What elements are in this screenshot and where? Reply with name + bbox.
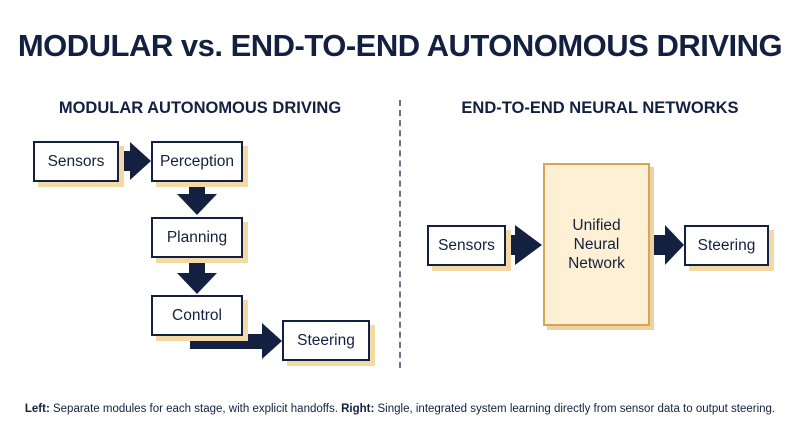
unified-network-box: Unified Neural Network	[543, 163, 650, 326]
caption-left-text: Separate modules for each stage, with ex…	[49, 403, 342, 415]
page-title: MODULAR vs. END-TO-END AUTONOMOUS DRIVIN…	[17, 28, 783, 63]
section-divider	[399, 100, 401, 368]
caption-left-label: Left:	[24, 403, 50, 415]
e2e-heading: END-TO-END NEURAL NETWORKS	[461, 99, 739, 117]
arrow-control-to-steering	[190, 323, 282, 359]
e2e-sensors-box: Sensors	[427, 225, 506, 266]
control-label: Control	[172, 306, 222, 324]
perception-box: Perception	[151, 141, 243, 182]
control-box: Control	[151, 295, 243, 336]
modular-heading: MODULAR AUTONOMOUS DRIVING	[58, 99, 342, 117]
caption-right-text: Single, integrated system learning direc…	[374, 403, 776, 415]
modular-sensors-label: Sensors	[47, 152, 105, 170]
arrow-network-to-steering	[650, 225, 684, 265]
e2e-steering-label: Steering	[697, 236, 756, 254]
caption: Left: Separate modules for each stage, w…	[0, 403, 800, 415]
e2e-sensors-label: Sensors	[438, 236, 495, 254]
unified-network-label: Unified Neural Network	[568, 217, 625, 272]
modular-sensors-box: Sensors	[33, 141, 119, 182]
arrow-sensors-to-perception	[118, 142, 151, 180]
planning-label: Planning	[166, 228, 228, 246]
arrow-perception-to-planning	[177, 181, 217, 215]
caption-right-label: Right:	[341, 403, 375, 415]
modular-steering-box: Steering	[282, 320, 370, 361]
modular-steering-label: Steering	[297, 331, 355, 349]
arrow-sensors-to-network	[504, 225, 542, 265]
e2e-steering-box: Steering	[684, 225, 769, 266]
perception-label: Perception	[159, 152, 235, 170]
arrow-planning-to-control	[177, 259, 217, 294]
planning-box: Planning	[151, 217, 243, 258]
